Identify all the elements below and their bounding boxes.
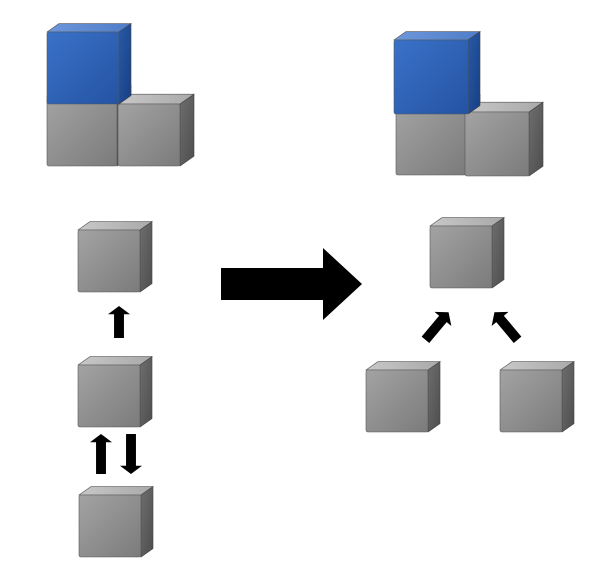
cube-side-face	[561, 361, 575, 433]
cube-side-face	[491, 217, 505, 289]
cube-front-face	[395, 104, 467, 176]
cube-top-face	[499, 361, 575, 371]
cube-top-face	[77, 221, 153, 231]
cube-front-face	[78, 494, 142, 558]
left-chain-cube-middle	[77, 356, 153, 428]
cube-top-face	[46, 23, 132, 33]
diagonal-up-right-arrow	[421, 311, 452, 343]
left-top-gray-cube-bottom-right	[117, 93, 195, 167]
left-chain-down-arrow	[120, 434, 142, 474]
cube-front-face	[365, 369, 429, 433]
cube-top-face	[365, 361, 441, 371]
cube-top-face	[78, 486, 154, 496]
cube-front-face	[46, 31, 120, 105]
cube-side-face	[139, 221, 153, 293]
cube-front-face	[499, 369, 563, 433]
cube-side-face	[528, 101, 544, 177]
right-top-gray-cube-bottom-right	[464, 101, 544, 177]
cube-front-face	[393, 39, 469, 115]
cube-side-face	[118, 23, 132, 105]
right-tree-cube-top	[429, 217, 505, 289]
cube-side-face	[179, 93, 195, 167]
cube-top-face	[429, 217, 505, 227]
right-tree-cube-bottom-right	[499, 361, 575, 433]
cube-top-face	[393, 31, 481, 41]
left-chain-cube-bottom	[78, 486, 154, 558]
cube-front-face	[77, 229, 141, 293]
cube-top-face	[77, 356, 153, 366]
left-chain-up-arrow-2	[90, 434, 112, 474]
diagonal-up-left-arrow-shape	[491, 311, 522, 343]
right-arrow-icon	[221, 248, 362, 320]
cube-front-face	[46, 95, 118, 167]
cube-front-face	[464, 111, 530, 177]
cube-side-face	[140, 486, 154, 558]
left-chain-cube-top	[77, 221, 153, 293]
cube-side-face	[427, 361, 441, 433]
right-top-blue-cube	[393, 31, 481, 115]
left-chain-up-arrow	[108, 306, 130, 338]
cube-side-face	[467, 31, 481, 115]
cube-front-face	[429, 225, 493, 289]
cube-side-face	[139, 356, 153, 428]
diagonal-up-right-arrow-shape	[421, 311, 452, 343]
cube-front-face	[77, 364, 141, 428]
cube-front-face	[117, 103, 181, 167]
right-tree-cube-bottom-left	[365, 361, 441, 433]
diagonal-up-left-arrow	[491, 311, 522, 343]
left-top-blue-cube	[46, 23, 132, 105]
